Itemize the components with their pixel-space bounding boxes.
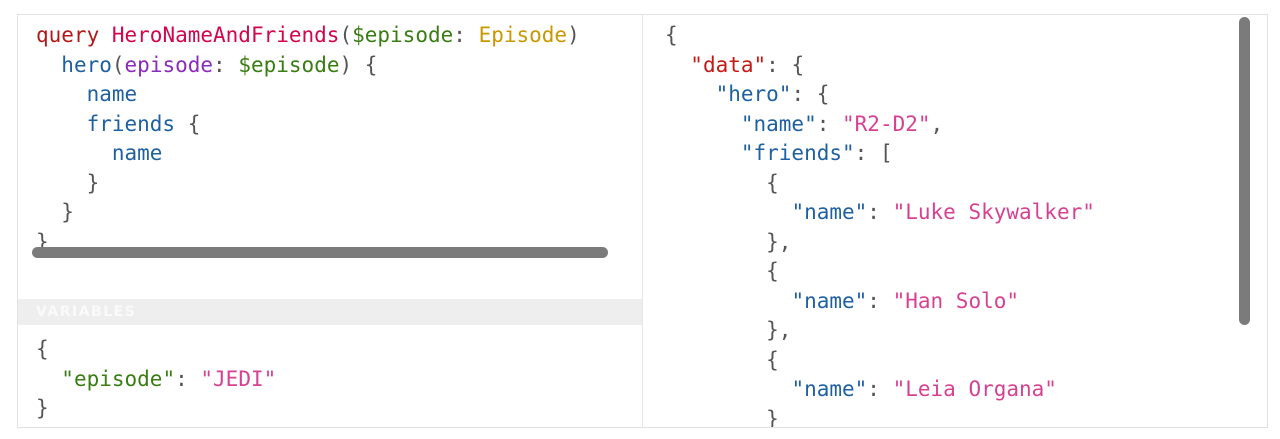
indent [665,82,716,106]
variable-key: "episode" [61,366,176,391]
punctuation: : { [766,52,805,77]
json-string: "R2-D2" [842,111,931,136]
result-line: "data": { [665,51,1095,81]
json-string: "Han Solo" [892,288,1020,313]
result-line: "name": "Han Solo" [665,287,1095,317]
punctuation: : [816,111,843,136]
json-key: "name" [791,377,868,401]
query-line-4: friends { [36,110,580,140]
result-line: { [665,259,779,283]
indent [665,377,791,401]
result-line: "friends": [ [665,139,1095,169]
variables-header[interactable]: VARIABLES [18,299,642,325]
punctuation: : [867,377,893,401]
variable-value: "JEDI" [200,366,277,391]
variables-editor[interactable]: { "episode": "JEDI"} [36,335,276,424]
indent [665,112,741,136]
indent [665,289,791,313]
variable-name: $episode [238,52,340,77]
pane-divider[interactable] [642,15,643,427]
result-viewer: { "data": { "hero": { "name": "R2-D2", "… [665,21,1095,427]
vars-line-3: } [36,396,49,420]
punctuation: : [175,366,201,391]
punctuation: : [453,23,479,47]
punctuation: , [930,111,944,136]
operation-name: HeroNameAndFriends [111,23,340,47]
punctuation: : [ [854,141,893,165]
indent [665,53,690,77]
field-hero: hero [61,52,112,77]
json-string: "Leia Organa" [892,377,1057,401]
graphiql-window: query HeroNameAndFriends($episode: Episo… [17,14,1268,428]
query-line-7: } [36,200,74,224]
field-friends: friends [86,111,176,136]
punctuation: ( [339,23,353,47]
result-line: "hero": { [665,80,1095,110]
indent [36,82,87,106]
punctuation: : [867,288,893,313]
punctuation: : [867,200,893,224]
result-line: { [665,23,678,47]
indent [36,53,61,77]
json-string: "Luke Skywalker" [892,200,1095,224]
variable-name: $episode [352,23,454,47]
indent [36,367,61,391]
result-line: "name": "Leia Organa" [665,375,1095,405]
punctuation: ) [567,23,580,47]
result-line: "name": "R2-D2", [665,110,1095,140]
query-line-6: } [36,170,100,195]
punctuation: { [175,111,201,136]
vars-line-1: { [36,337,49,361]
punctuation: : [213,52,239,77]
query-editor[interactable]: query HeroNameAndFriends($episode: Episo… [36,21,580,257]
type-name: Episode [478,23,568,47]
result-line: { [665,347,779,372]
punctuation: : { [791,82,830,106]
indent [36,141,112,165]
result-line: "name": "Luke Skywalker" [665,198,1095,228]
horizontal-scrollbar[interactable] [32,247,608,258]
punctuation: ( [111,52,125,77]
vars-line-2: "episode": "JEDI" [36,365,276,395]
indent [665,141,741,165]
query-line-5: name [36,139,580,169]
json-key: "name" [740,111,817,136]
result-pane: { "data": { "hero": { "name": "R2-D2", "… [643,15,1267,427]
query-keyword: query [36,23,100,47]
json-key: "name" [791,288,868,313]
indent [36,112,87,136]
result-line: } [665,406,779,428]
punctuation: ) { [339,52,378,77]
json-key: "data" [690,52,767,77]
result-line: }, [665,229,792,254]
field-name: name [111,141,163,165]
result-line: }, [665,318,792,342]
json-key: "friends" [740,141,855,165]
argument-name: episode [124,52,214,77]
indent [665,200,791,224]
json-key: "name" [791,200,868,224]
vertical-scrollbar[interactable] [1239,17,1250,325]
query-line-3: name [36,80,580,110]
json-key: "hero" [715,82,792,106]
query-line-1: query HeroNameAndFriends($episode: Episo… [36,21,580,51]
query-line-2: hero(episode: $episode) { [36,51,580,81]
left-pane: query HeroNameAndFriends($episode: Episo… [18,15,642,427]
field-name: name [86,82,138,106]
result-line: { [665,170,779,195]
